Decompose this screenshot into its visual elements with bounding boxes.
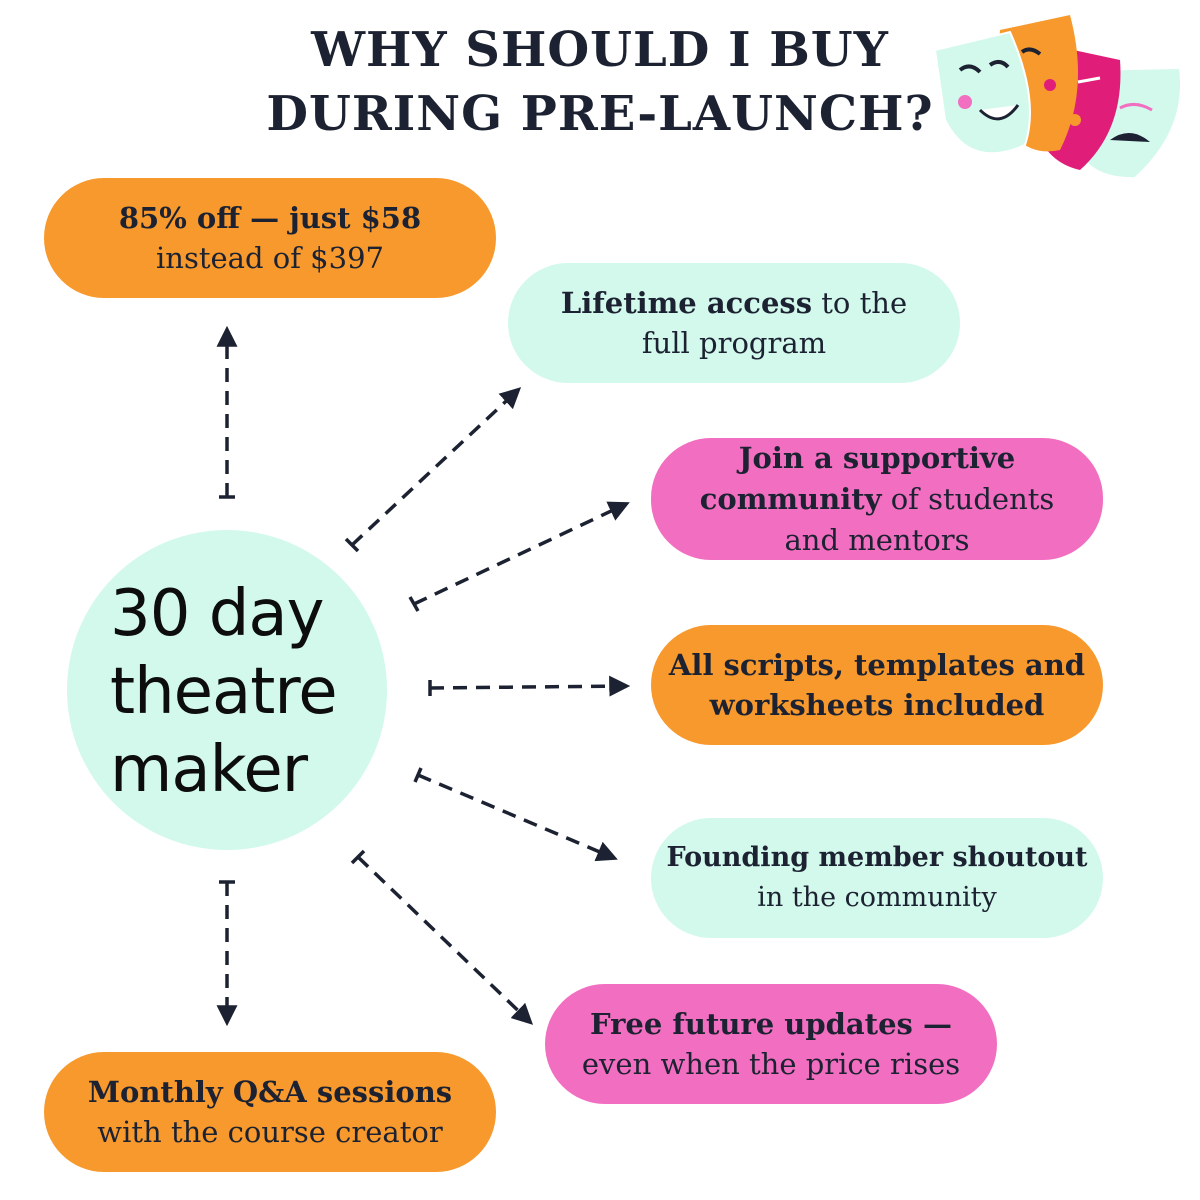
benefit-shoutout-bold: Founding member shoutout [666,842,1088,873]
benefit-community-rest: of students and mentors [784,481,1055,557]
arrow-scripts [429,675,631,697]
benefit-lifetime: Lifetime access to the full program [508,263,960,383]
benefit-scripts: All scripts, templates and worksheets in… [651,625,1103,745]
benefit-qa-bold: Monthly Q&A sessions [87,1075,453,1109]
logo-line-1: 30 day [110,577,324,651]
benefit-discount-bold: 85% off — just $58 [118,201,422,235]
title-line-2: DURING PRE-LAUNCH? [266,86,934,142]
benefit-shoutout-text: in the community [757,882,997,913]
benefit-lifetime-text: Lifetime access to the full program [558,283,910,363]
arrow-community [413,501,630,606]
benefit-updates-bold: Free future updates — [590,1007,952,1041]
benefit-updates: Free future updates — even when the pric… [545,984,997,1104]
benefit-discount-text: instead of $397 [156,241,384,275]
arrow-lifetime [350,387,522,547]
theatre-masks-icon [933,15,1182,180]
logo-line-3: maker [110,733,308,807]
benefit-qa-text: with the course creator [97,1115,443,1149]
benefit-lifetime-bold: Lifetime access [560,286,813,320]
logo-line-2: theatre [110,655,338,729]
benefit-updates-text: even when the price rises [581,1047,961,1081]
arrow-updates [356,855,534,1025]
benefit-community: Join a supportive community of students … [651,438,1103,560]
benefit-discount: 85% off — just $58 instead of $397 [44,178,496,298]
page-title: WHY SHOULD I BUY DURING PRE-LAUNCH? [200,18,1000,146]
arrow-shoutout [417,773,618,862]
benefit-community-text: Join a supportive community of students … [691,438,1063,561]
benefit-community-bold: Join a supportive community [699,440,1016,516]
center-circle [67,530,387,850]
benefit-lifetime-rest: to the full program [641,286,908,360]
benefit-shoutout: Founding member shoutout in the communit… [651,818,1103,938]
title-line-1: WHY SHOULD I BUY [311,22,889,78]
benefit-scripts-bold: All scripts, templates and worksheets in… [668,648,1086,722]
course-logo: 30 day theatre maker [110,575,338,809]
benefit-qa: Monthly Q&A sessions with the course cre… [44,1052,496,1172]
